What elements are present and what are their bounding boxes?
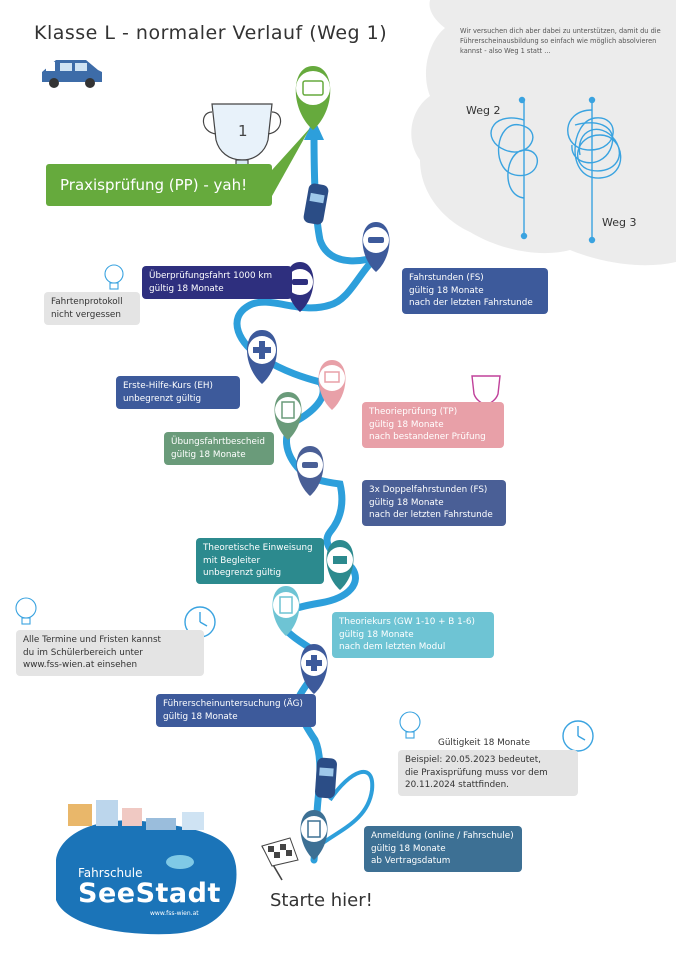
box-line: gültig 18 Monate: [371, 843, 446, 854]
praxis-pointer: [272, 128, 310, 196]
box-erstehilfe: Erste-Hilfe-Kurs (EH) unbegrenzt gültig: [116, 376, 240, 409]
box-line: Theorieprüfung (TP): [369, 407, 458, 417]
pin-erstehilfe: [247, 330, 277, 384]
box-line: 3x Doppelfahrstunden (FS): [369, 485, 488, 495]
note-line: Beispiel: 20.05.2023 bedeutet,: [405, 755, 541, 765]
box-line: Führerscheinuntersuchung (ÄG): [163, 699, 303, 709]
logo-name: SeeStadt: [78, 878, 221, 909]
box-line: unbegrenzt gültig: [203, 568, 282, 578]
weg3-label: Weg 3: [602, 216, 637, 229]
box-line: nach bestandener Prüfung: [369, 432, 486, 442]
note-line: Alle Termine und Fristen kannst: [23, 635, 162, 645]
box-line: gültig 18 Monate: [149, 283, 224, 294]
note-line: nicht vergessen: [51, 309, 121, 320]
logo-subtitle: Fahrschule: [78, 866, 143, 880]
weg2-label: Weg 2: [466, 104, 501, 117]
pin-ueberpruefung: [286, 262, 314, 312]
pin-doppelfahrstunden: [296, 446, 324, 496]
box-einweisung: Theoretische Einweisung mit Begleiter un…: [196, 538, 324, 584]
gueltigkeit-title: Gültigkeit 18 Monate: [438, 738, 530, 748]
praxis-box: Praxisprüfung (PP) - yah!: [46, 164, 272, 206]
pin-fahrstunden: [362, 222, 390, 272]
note-gueltigkeit: Beispiel: 20.05.2023 bedeutet, die Praxi…: [398, 750, 578, 796]
box-line: Überprüfungsfahrt 1000 km: [149, 271, 273, 281]
note-protokoll: Fahrtenprotokoll nicht vergessen: [44, 292, 140, 325]
box-line: gültig 18 Monate: [339, 629, 414, 640]
trophy-number: 1: [238, 122, 248, 140]
pin-untersuchung: [300, 644, 328, 694]
box-doppelfahrstunden: 3x Doppelfahrstunden (FS) gültig 18 Mona…: [362, 480, 506, 526]
page-title: Klasse L - normaler Verlauf (Weg 1): [34, 22, 388, 44]
note-line: 20.11.2024 stattfinden.: [405, 780, 509, 790]
box-line: ab Vertragsdatum: [371, 856, 451, 866]
note-line: Fahrtenprotokoll: [51, 297, 123, 307]
start-label: Starte hier!: [270, 890, 373, 911]
box-line: nach dem letzten Modul: [339, 642, 446, 652]
box-line: gültig 18 Monate: [171, 449, 246, 460]
note-line: du im Schülerbereich unter: [23, 647, 143, 658]
logo-url: www.fss-wien.at: [150, 910, 199, 917]
weg2-tangle: [490, 96, 538, 240]
box-uebungsfahrt: Übungsfahrtbescheid gültig 18 Monate: [164, 432, 274, 465]
box-fahrstunden: Fahrstunden (FS) gültig 18 Monate nach d…: [402, 268, 548, 314]
box-line: unbegrenzt gültig: [123, 393, 202, 404]
pin-einweisung: [326, 540, 354, 590]
note-termine: Alle Termine und Fristen kannst du im Sc…: [16, 630, 204, 676]
checkered-flag-icon: [261, 837, 299, 881]
pin-anmeldung: [300, 810, 328, 860]
pin-uebungsfahrt: [274, 392, 302, 440]
pin-theoriepruefung: [318, 360, 346, 410]
box-line: mit Begleiter: [203, 555, 261, 566]
lightbulb-icon: [104, 264, 124, 290]
pin-praxis: [295, 66, 331, 130]
pin-theoriekurs: [272, 586, 300, 636]
lightbulb-icon: [15, 597, 37, 625]
box-line: nach der letzten Fahrstunde: [369, 510, 493, 520]
box-line: Übungsfahrtbescheid: [171, 437, 265, 447]
cloud-background: [411, 0, 676, 266]
box-line: nach der letzten Fahrstunde: [409, 298, 533, 308]
box-line: Fahrstunden (FS): [409, 273, 484, 283]
box-theoriepruefung: Theorieprüfung (TP) gültig 18 Monate nac…: [362, 402, 504, 448]
box-line: gültig 18 Monate: [369, 419, 444, 430]
lightbulb-icon: [399, 711, 421, 739]
weg3-tangle: [567, 96, 622, 244]
alarm-clock-icon: [562, 720, 594, 752]
box-line: Anmeldung (online / Fahrschule): [371, 831, 514, 841]
box-ueberpruefung: Überprüfungsfahrt 1000 km gültig 18 Mona…: [142, 266, 292, 299]
box-line: gültig 18 Monate: [163, 711, 238, 722]
road-path: [233, 128, 381, 864]
box-untersuchung: Führerscheinuntersuchung (ÄG) gültig 18 …: [156, 694, 316, 727]
car-on-road-icon: [303, 183, 329, 225]
box-line: Theoriekurs (GW 1-10 + B 1-6): [339, 617, 475, 627]
car-on-road-icon: [315, 757, 337, 799]
box-line: gültig 18 Monate: [369, 497, 444, 508]
logo-graphic: [56, 800, 237, 935]
box-theoriekurs: Theoriekurs (GW 1-10 + B 1-6) gültig 18 …: [332, 612, 494, 658]
road-loop: [318, 769, 375, 847]
learner-car-icon: [42, 60, 102, 88]
note-line: www.fss-wien.at einsehen: [23, 660, 138, 670]
cloud-text: Wir versuchen dich aber dabei zu unterst…: [460, 27, 661, 55]
box-anmeldung: Anmeldung (online / Fahrschule) gültig 1…: [364, 826, 522, 872]
box-line: gültig 18 Monate: [409, 285, 484, 296]
box-line: Theoretische Einweisung: [203, 543, 313, 553]
note-line: die Praxisprüfung muss vor dem: [405, 767, 548, 778]
box-line: Erste-Hilfe-Kurs (EH): [123, 381, 213, 391]
